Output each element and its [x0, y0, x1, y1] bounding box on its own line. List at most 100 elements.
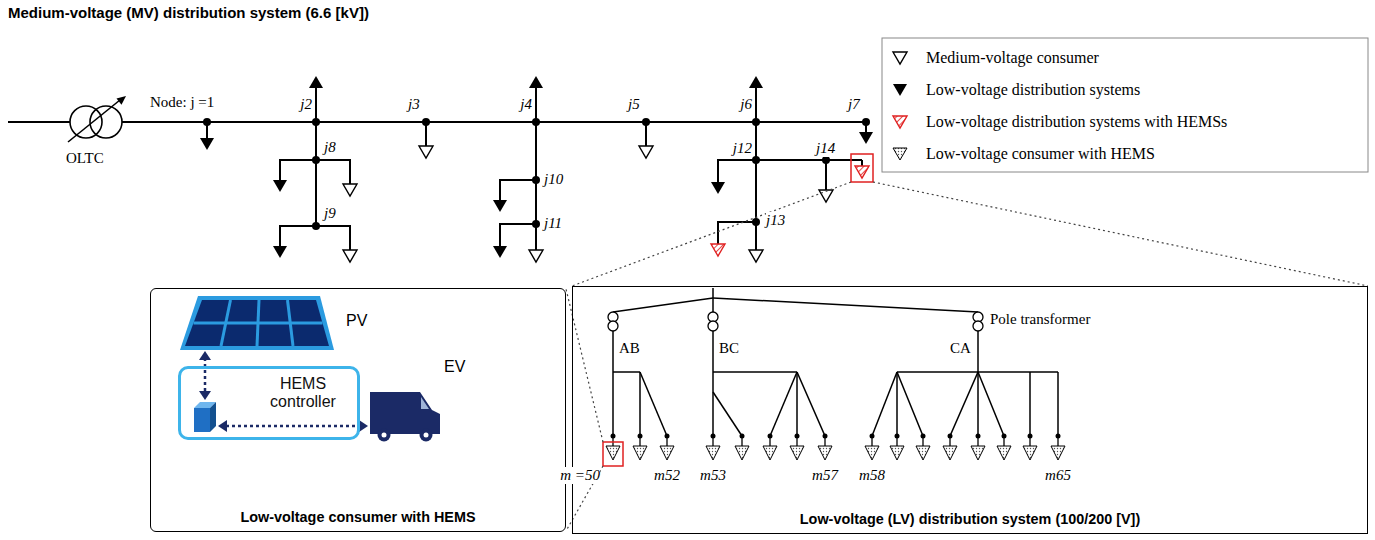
node-label: j5 [628, 96, 640, 113]
mv-branch [500, 224, 536, 246]
hems-consumer-symbol [865, 446, 879, 460]
ev-truck [420, 429, 433, 442]
mv-branch [207, 88, 866, 250]
hems-consumer-symbol [1023, 446, 1037, 460]
node-dot [532, 220, 540, 228]
lv-system-symbol [711, 182, 725, 194]
node-label: j9 [324, 205, 336, 222]
hems-lv-system-symbol [855, 166, 869, 178]
lv-feeder [978, 372, 1004, 436]
node-dot [642, 118, 650, 126]
lv-feeder [612, 331, 614, 436]
node-text: HEMS controller [261, 375, 345, 412]
node-label: j10 [544, 171, 563, 188]
up-arrowhead [749, 76, 763, 88]
hems-consumer-symbol [606, 446, 620, 460]
mv-consumer-symbol [343, 184, 357, 196]
lv-node-dot [795, 434, 800, 439]
hems-consumer-symbol [660, 446, 674, 460]
lv-node-dot [711, 434, 716, 439]
lv-feeder [613, 371, 640, 373]
node-label: Node: j =1 [150, 94, 214, 111]
phase-label: CA [950, 340, 971, 357]
device-label: EV [444, 358, 465, 376]
highlight-box [851, 154, 873, 182]
hems-consumer-symbol [818, 446, 832, 460]
pv-panel [185, 300, 329, 346]
lv-feeder [797, 372, 825, 436]
controller-icon [210, 402, 216, 432]
lv-feeder [613, 298, 713, 312]
hems-consumer-symbol [706, 446, 720, 460]
mv-branch [861, 160, 863, 166]
oltc-symbol [68, 96, 126, 142]
lv-feeder [713, 371, 797, 373]
mv-branch [315, 88, 317, 122]
mv-branch [535, 88, 537, 122]
lv-system-symbol [273, 180, 287, 192]
mv-branch [756, 159, 862, 161]
controller-box: HEMS controller [178, 366, 360, 440]
hems-consumer-symbol [606, 446, 1065, 460]
node-label: j11 [544, 215, 562, 232]
mv-branch [825, 160, 827, 190]
legend-symbol [893, 84, 907, 96]
legend-text: Low-voltage distribution systems [926, 81, 1140, 99]
lv-system-symbol [200, 138, 214, 150]
lv-feeder [1057, 372, 1059, 436]
lv-node-dot [921, 434, 926, 439]
lv-node-dot [976, 434, 981, 439]
lv-system-box: Low-voltage (LV) distribution system (10… [572, 286, 1368, 534]
up-arrowhead [309, 76, 323, 88]
lv-feeder [770, 372, 797, 436]
lv-node-dot [665, 434, 670, 439]
node-label: j6 [740, 96, 752, 113]
lv-node-dot [611, 434, 1061, 439]
pole-transformer [708, 321, 718, 331]
mv-branch [280, 226, 316, 246]
lv-feeder [872, 372, 897, 436]
mv-branch [280, 160, 316, 180]
legend-frame [882, 38, 1368, 172]
lv-node-dot [1002, 434, 1007, 439]
lv-node-dot [1028, 434, 1033, 439]
phase-label: Pole transformer [990, 311, 1090, 328]
hems-consumer-symbol [997, 446, 1011, 460]
hems-consumer-symbol [790, 446, 804, 460]
pv-panel [180, 296, 334, 350]
ev-truck [370, 392, 440, 434]
mv-feeder [8, 121, 866, 123]
device-label: OLTC [66, 150, 104, 167]
pv-panel [180, 296, 334, 350]
lv-feeder [713, 392, 742, 436]
node-dot [752, 156, 760, 164]
node-label: j7 [848, 96, 860, 113]
hems-consumer-symbol [916, 446, 930, 460]
hems-consumer-symbol [633, 446, 647, 460]
oltc-symbol [70, 106, 102, 138]
phase-label: BC [719, 340, 739, 357]
mv-branch [718, 160, 756, 182]
legend-text: Low-voltage consumer with HEMS [926, 145, 1155, 163]
lv-system-symbol [200, 132, 873, 258]
lv-system-symbol [859, 132, 873, 144]
node-text: Low-voltage consumer with HEMS [151, 509, 565, 525]
node-label: j14 [816, 140, 835, 157]
legend-text: Medium-voltage consumer [926, 49, 1099, 67]
consumer-label: m57 [812, 467, 838, 484]
device-label: PV [346, 312, 367, 330]
oltc-symbol [117, 96, 127, 105]
data-link-arrow [199, 351, 211, 360]
zoom-leader [572, 182, 851, 286]
mv-consumer-symbol [343, 146, 833, 262]
mv-branch [755, 88, 757, 122]
node-dot [203, 118, 211, 126]
lv-feeder [896, 372, 898, 436]
mv-branch [315, 122, 317, 226]
node-label: j8 [324, 139, 336, 156]
controller-icon [194, 402, 216, 432]
lv-node-dot [895, 434, 900, 439]
hems-lv-system-symbol [711, 244, 725, 256]
